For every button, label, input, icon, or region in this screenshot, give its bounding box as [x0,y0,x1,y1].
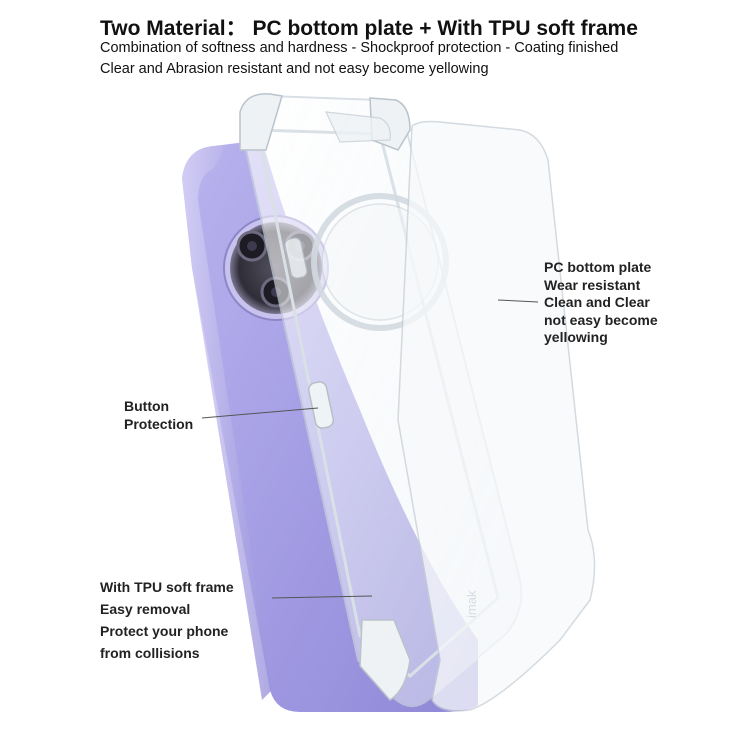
pc-plate-line-3: Clean and Clear [544,294,650,310]
tpu-frame-leader-line [271,595,373,599]
pc-plate-line-1: PC bottom plate [544,259,652,275]
pc-plate-leader-line [497,299,539,303]
brand-watermark: imak [464,590,479,618]
subtitle-line-2: Clear and Abrasion resistant and not eas… [100,61,489,77]
pc-plate-line-2: Wear resistant [544,276,641,293]
tpu-frame-line-2: Easy removal [100,601,191,617]
pc-plate-image [325,111,596,712]
pc-plate-line-5: yellowing [544,329,608,345]
page-title: Two Material： PC bottom plate + With TPU… [100,17,638,40]
tpu-frame-line-1: With TPU soft frame [100,579,234,595]
tpu-frame-callout: With TPU soft frame Easy removal Protect… [100,576,234,664]
pc-plate-line-4: not easy become [544,311,658,328]
pc-plate-callout: PC bottom plate Wear resistant Clean and… [544,259,658,347]
tpu-frame-line-4: from collisions [100,645,200,661]
tpu-frame-line-3: Protect your phone [100,623,229,639]
button-line-2: Protection [124,415,194,432]
button-leader-line [201,407,319,419]
subtitle-line-1: Combination of softness and hardness - S… [100,40,619,56]
button-callout: Button Protection [124,398,193,433]
button-line-1: Button [124,398,170,414]
